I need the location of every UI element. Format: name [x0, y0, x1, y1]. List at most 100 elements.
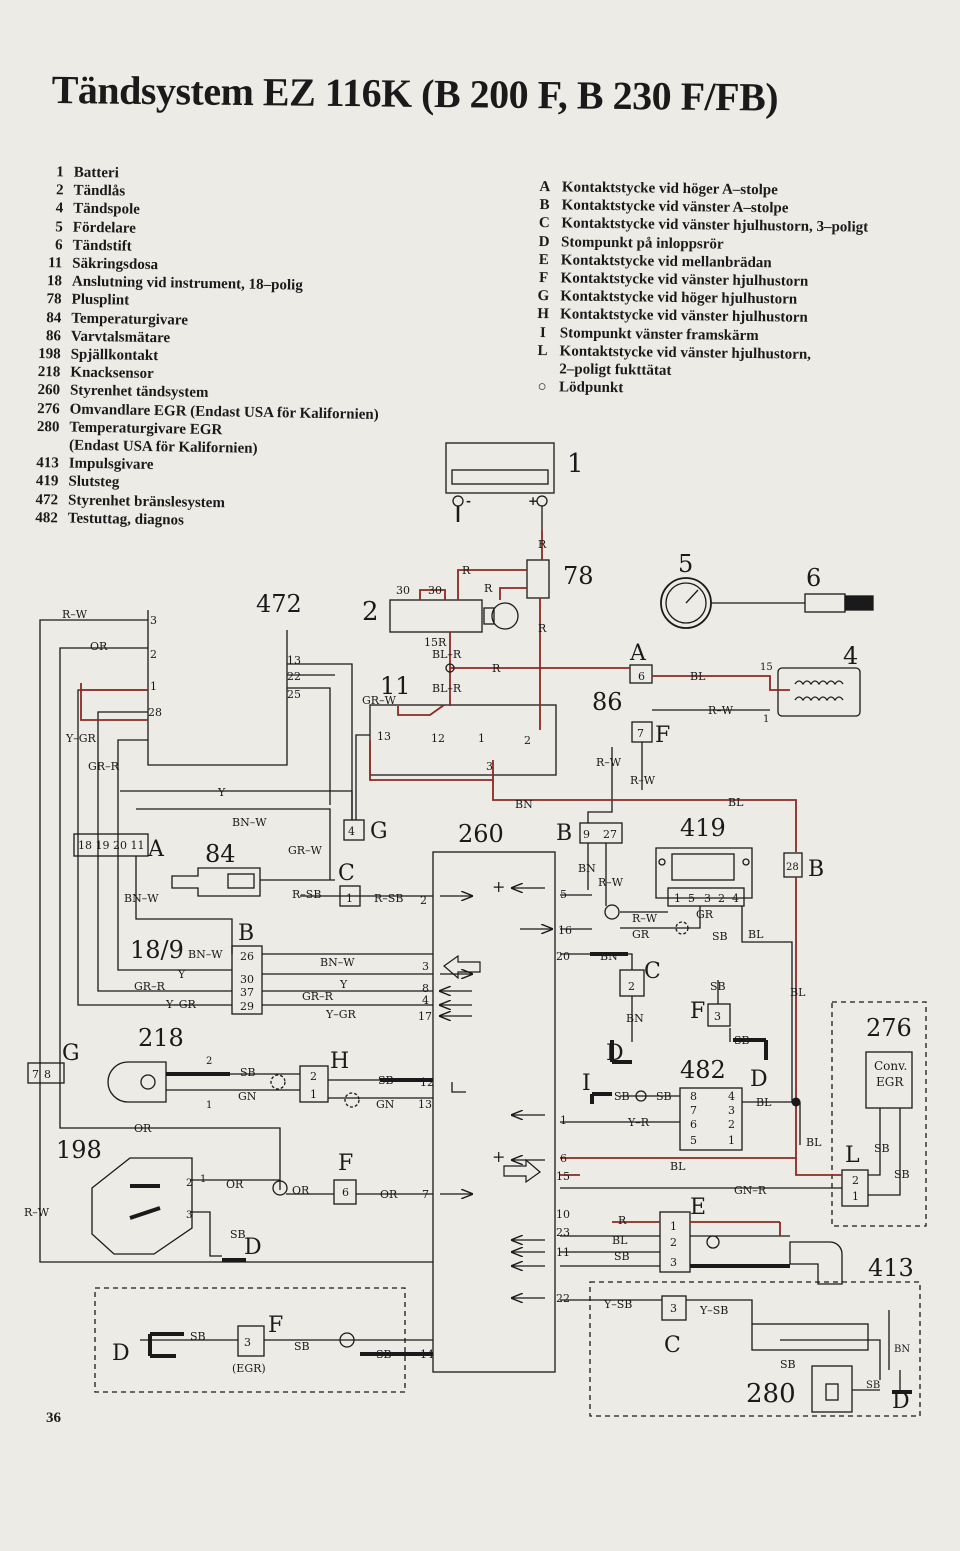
wire-label: BN — [894, 1344, 910, 1355]
component-472-label: 472 — [256, 590, 302, 618]
wire-label: SB — [230, 1228, 246, 1241]
pin-label: 22 — [287, 670, 301, 683]
pin-label: 18 19 20 11 — [78, 839, 144, 852]
connector-E-label: E — [690, 1195, 706, 1220]
pin-label: 3 — [704, 892, 711, 905]
connector-F-label: F — [690, 999, 705, 1024]
connector-L-label: L — [845, 1143, 860, 1168]
pin-label: 8 — [422, 982, 429, 995]
wire-label: Y–R — [627, 1116, 650, 1129]
wire-label: GN–R — [734, 1184, 767, 1197]
connector-B-label: B — [808, 857, 824, 882]
wire-label: GR — [632, 928, 650, 941]
pin-label: 25 — [287, 688, 301, 701]
pin-label: 26 — [240, 950, 254, 963]
component-84-label: 84 — [205, 840, 236, 868]
connector-B-label: B — [238, 921, 254, 946]
component-6-label: 6 — [806, 564, 821, 592]
pin-label: 1 — [478, 732, 485, 745]
wire-label: BN — [626, 1012, 644, 1025]
pin-label: 3 — [714, 1010, 721, 1023]
pin-label: 2 — [150, 648, 157, 661]
pin-label: 1 — [200, 1174, 206, 1185]
connector-C-label: C — [664, 1333, 681, 1358]
pin-label: 7 — [422, 1188, 429, 1201]
connector-C-label: C — [644, 959, 661, 984]
wire-label: R — [492, 662, 501, 675]
wire-label: 30 — [396, 584, 410, 597]
wire-label: Y–SB — [699, 1304, 728, 1317]
wire-label: R–W — [632, 912, 658, 925]
wire-label: SB — [866, 1380, 880, 1391]
wire-label: Y–GR — [325, 1008, 357, 1021]
pin-label: 28 — [148, 706, 162, 719]
pin-label: 20 — [556, 950, 570, 963]
wire-label: OR — [90, 640, 108, 653]
wire-label: Y — [177, 968, 186, 981]
pin-label: 15 — [556, 1170, 570, 1183]
wire-label: Y–GR — [65, 732, 97, 745]
connector-A-label: A — [147, 837, 165, 862]
wire-label: BL — [612, 1234, 628, 1247]
pin-label: 1 — [852, 1190, 859, 1203]
egr-note: (EGR) — [232, 1362, 266, 1375]
pin-label: 4 — [732, 892, 739, 905]
component-413-label: 413 — [868, 1254, 914, 1282]
connector-D-label: D — [112, 1341, 130, 1366]
pin-label: 13 — [377, 730, 391, 743]
pin-label: 6 — [560, 1152, 567, 1165]
wire-label: 15R — [424, 636, 447, 649]
pin-label: 1 — [728, 1134, 735, 1147]
connector-F-label: F — [338, 1151, 353, 1176]
wire-label: SB — [710, 980, 726, 993]
wire-label: Y — [217, 786, 226, 799]
pin-label: 13 — [287, 654, 301, 667]
pin-label: 3 — [150, 614, 157, 627]
pin-label: 3 — [244, 1336, 251, 1349]
pin-label: 5 — [688, 892, 695, 905]
wire-label: SB — [894, 1168, 910, 1181]
connector-B-label: B — [556, 821, 572, 846]
component-1-label: 1 — [567, 449, 584, 479]
wire-label: BL — [756, 1096, 772, 1109]
wire-label: R–SB — [374, 892, 403, 905]
wire-label: SB — [376, 1348, 392, 1361]
wire-label: BN–W — [188, 948, 223, 961]
wire-label: R–SB — [292, 888, 321, 901]
component-260-label: 260 — [458, 820, 504, 848]
wire-label: R–W — [708, 704, 734, 717]
component-482-label: 482 — [680, 1056, 726, 1084]
component-86-label: 86 — [592, 688, 623, 716]
pin-label: 12 — [431, 732, 445, 745]
wire-label: OR — [380, 1188, 398, 1201]
wire-label: SB — [780, 1358, 796, 1371]
wire-label: BL — [806, 1136, 822, 1149]
pin-label: 2 — [670, 1236, 677, 1249]
pin-label: 3 — [486, 760, 493, 773]
pin-label: 30 — [240, 973, 254, 986]
pin-label: 23 — [556, 1226, 570, 1239]
pin-label: 1 — [346, 892, 353, 905]
connector-F-label: F — [655, 723, 670, 748]
pin-label: 27 — [603, 828, 617, 841]
plus-sign: + — [492, 877, 505, 896]
wire-label: Y–SB — [603, 1298, 632, 1311]
wire-label: GN — [376, 1098, 395, 1111]
wire-label: SB — [874, 1142, 890, 1155]
wire-label: GR–R — [134, 980, 166, 993]
pin-label: 1 — [150, 680, 157, 693]
pin-label: 7 — [690, 1104, 697, 1117]
pin-label: 6 — [638, 670, 645, 683]
pin-label: 6 — [342, 1186, 349, 1199]
wire-label: BL — [790, 986, 806, 999]
wire-label: R — [538, 538, 547, 551]
wire-label: BN–W — [124, 892, 159, 905]
wire-label: SB — [190, 1330, 206, 1343]
pin-label: 17 — [418, 1010, 432, 1023]
wire-label: SB — [240, 1066, 256, 1079]
wire-label: SB — [734, 1034, 750, 1047]
pin-label: 8 — [690, 1090, 697, 1103]
pin-label: 3 — [422, 960, 429, 973]
pin-label: 1 — [560, 1114, 567, 1127]
wire-label: R–W — [62, 608, 88, 621]
